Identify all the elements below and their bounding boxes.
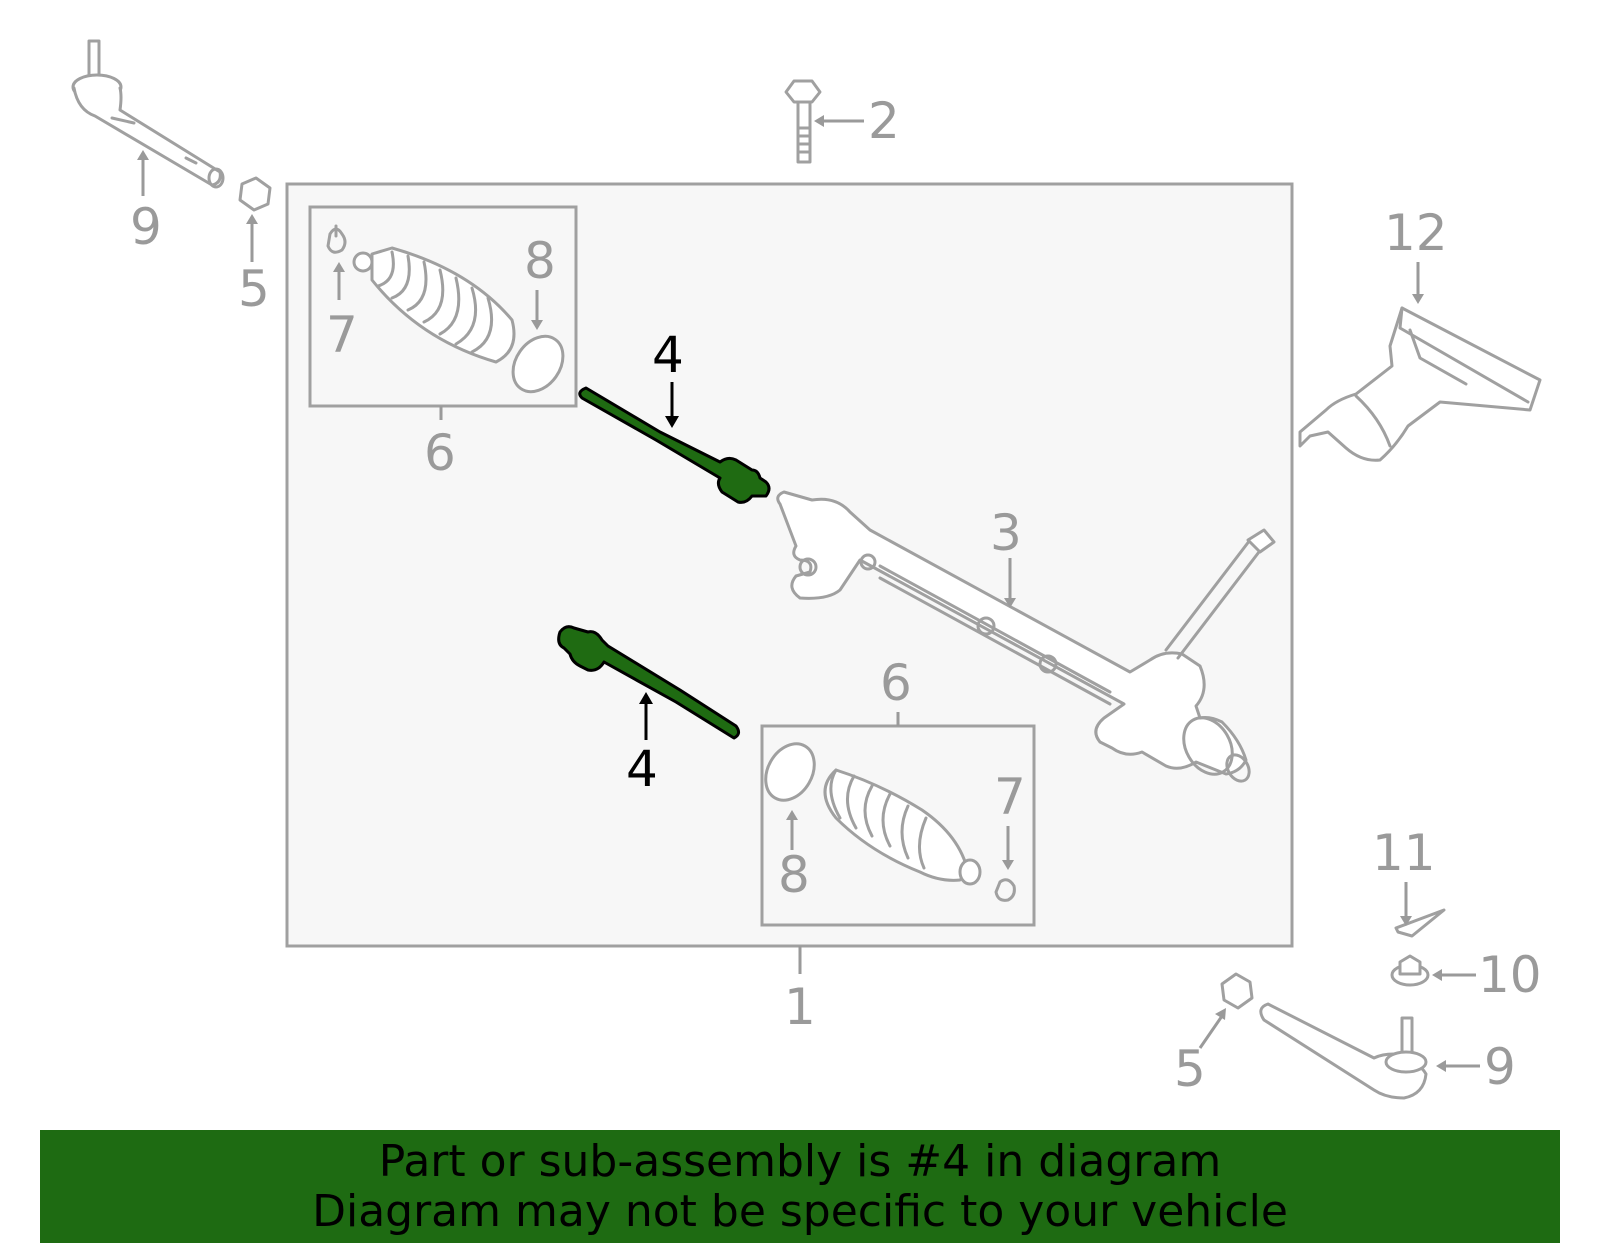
tie-rod-end-right [1259,1002,1428,1100]
callout-6-upper: 6 [424,424,456,482]
callout-7-lower: 7 [994,768,1026,826]
callout-1: 1 [784,978,816,1036]
boot-upper [352,246,516,364]
callout-7-upper: 7 [326,306,358,364]
callout-10: 10 [1478,946,1542,1004]
callout-6-lower: 6 [880,654,912,712]
callout-11: 11 [1372,824,1436,882]
callout-9-bottom: 9 [1484,1038,1516,1096]
clip-11 [1394,908,1446,938]
callout-9-top: 9 [130,198,162,256]
bolt [784,79,822,164]
callout-8-lower: 8 [778,846,810,904]
clamp-ring-lower [764,742,816,802]
callout-12: 12 [1384,204,1448,262]
boot-lower [823,768,982,886]
info-banner: Part or sub-assembly is #4 in diagram Di… [40,1130,1560,1243]
clamp-ring-upper [511,334,565,394]
callout-4-upper: 4 [652,326,684,384]
inner-tie-rod-upper [578,386,771,504]
bracket [1298,306,1542,462]
banner-line-part: Part or sub-assembly is #4 in diagram [378,1135,1222,1187]
callout-2: 2 [868,92,900,150]
callout-5-top: 5 [238,260,270,318]
tie-rod-end-left [71,39,225,189]
leader-lines [137,115,1480,1072]
nut-top [238,176,272,212]
banner-line-disclaimer: Diagram may not be specific to your vehi… [312,1185,1288,1237]
clamp-lower [994,878,1016,902]
clamp-upper [326,224,347,254]
nut-10 [1390,954,1430,987]
callout-3: 3 [990,504,1022,562]
steering-rack [776,490,1276,783]
callout-4-lower: 4 [626,740,658,798]
inner-tie-rod-lower [557,625,741,740]
callout-5-bottom: 5 [1174,1040,1206,1098]
callout-8-upper: 8 [524,232,556,290]
nut-bottom [1220,972,1254,1010]
